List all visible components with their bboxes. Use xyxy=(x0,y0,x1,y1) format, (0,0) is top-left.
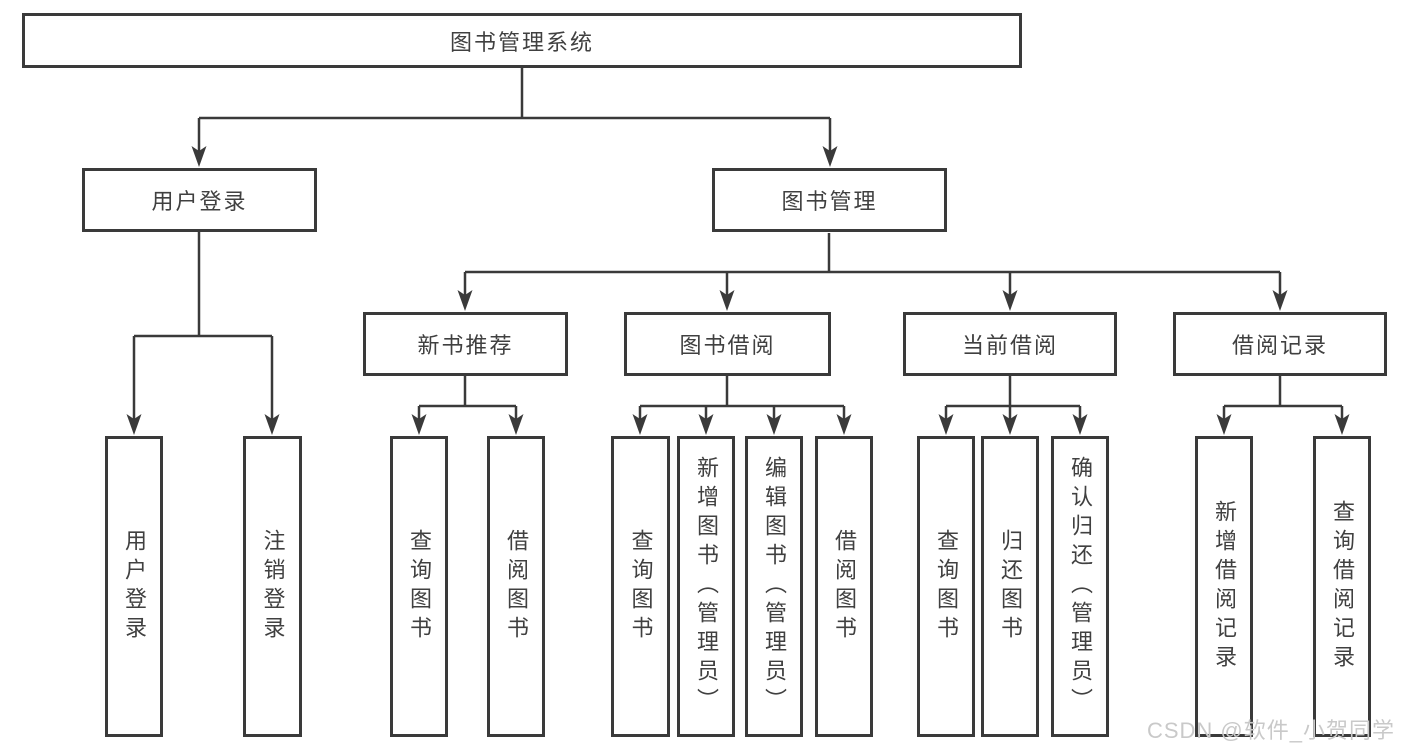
leaf-add-borrow-record: 新增借阅记录 xyxy=(1195,436,1253,737)
connectors-current-borrow-children xyxy=(938,376,1088,435)
node-new-book-recommend: 新书推荐 xyxy=(363,312,568,376)
leaf-query-books-current: 查询图书 xyxy=(917,436,975,737)
leaf-query-books-recommend: 查询图书 xyxy=(390,436,448,737)
node-borrow-record: 借阅记录 xyxy=(1173,312,1387,376)
node-label: 借阅图书 xyxy=(504,528,529,645)
leaf-borrow-books-recommend: 借阅图书 xyxy=(487,436,545,737)
leaf-confirm-return-admin: 确认归还（管理员） xyxy=(1051,436,1109,737)
node-label: 确认归还（管理员） xyxy=(1068,456,1093,717)
node-label: 图书管理系统 xyxy=(449,29,594,55)
node-current-borrow: 当前借阅 xyxy=(903,312,1117,376)
node-label: 用户登录 xyxy=(151,189,248,214)
node-library-management-system: 图书管理系统 xyxy=(22,13,1022,68)
node-label: 归还图书 xyxy=(998,528,1023,645)
node-label: 查询图书 xyxy=(934,528,959,645)
node-label: 当前借阅 xyxy=(961,333,1058,358)
connectors-new-book-children xyxy=(411,376,524,435)
leaf-query-books-borrow: 查询图书 xyxy=(611,436,670,737)
csdn-watermark: CSDN @软件_小贺同学 xyxy=(1146,718,1395,743)
node-label: 图书管理 xyxy=(781,189,878,214)
node-label: 查询图书 xyxy=(407,528,432,645)
node-label: 借阅图书 xyxy=(832,528,857,645)
node-book-management: 图书管理 xyxy=(712,168,947,232)
node-label: 用户登录 xyxy=(122,528,147,645)
node-label: 借阅记录 xyxy=(1231,333,1328,358)
connectors-book-management-children xyxy=(457,233,1288,311)
node-label: 新增借阅记录 xyxy=(1212,499,1237,674)
node-label: 编辑图书（管理员） xyxy=(762,456,787,717)
node-label: 图书借阅 xyxy=(679,333,776,358)
leaf-borrow-books: 借阅图书 xyxy=(815,436,873,737)
leaf-logout: 注销登录 xyxy=(243,436,302,737)
leaf-user-login: 用户登录 xyxy=(105,436,163,737)
connectors-user-login-children xyxy=(126,231,280,435)
leaf-return-books: 归还图书 xyxy=(981,436,1039,737)
leaf-query-borrow-record: 查询借阅记录 xyxy=(1313,436,1371,737)
connectors-book-borrow-children xyxy=(632,376,852,435)
node-user-login: 用户登录 xyxy=(82,168,317,232)
leaf-edit-books-admin: 编辑图书（管理员） xyxy=(745,436,803,737)
connectors-borrow-record-children xyxy=(1216,376,1350,435)
node-label: 新书推荐 xyxy=(417,333,514,358)
node-label: 新增图书（管理员） xyxy=(694,456,719,717)
node-label: 注销登录 xyxy=(260,528,286,645)
connectors-root-to-level2 xyxy=(191,68,838,167)
node-book-borrow: 图书借阅 xyxy=(624,312,831,376)
leaf-add-books-admin: 新增图书（管理员） xyxy=(677,436,735,737)
node-label: 查询借阅记录 xyxy=(1330,499,1355,674)
node-label: 查询图书 xyxy=(628,528,654,645)
